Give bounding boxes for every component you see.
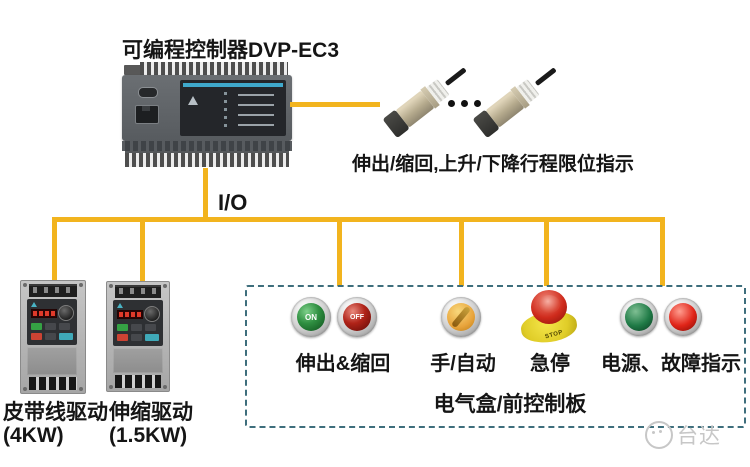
- electrical-box-label: 电气盒/前控制板: [433, 393, 587, 416]
- plc-led-column: [224, 92, 227, 130]
- ellipsis-dot: [461, 100, 468, 107]
- delta-logo-icon: [188, 96, 198, 105]
- drive-button: [131, 334, 142, 341]
- plc-body: [122, 75, 292, 141]
- screw-icon: [23, 387, 27, 391]
- drive-bottom-terminals: [29, 377, 77, 390]
- plc-blue-stripe: [183, 83, 283, 87]
- drive2-power: (1.5KW): [109, 424, 188, 447]
- drive-potentiometer-knob: [58, 305, 74, 321]
- green-indicator-dome: [625, 303, 653, 331]
- screw-icon: [79, 283, 83, 287]
- drive1-label: 皮带线驱动: [3, 401, 108, 424]
- power-indicator-light: [620, 298, 658, 336]
- ellipsis-dot: [448, 100, 455, 107]
- plc-run-stop-switch: [138, 87, 158, 98]
- drive-top-terminals: [29, 284, 77, 297]
- estop-mushroom-head: [531, 290, 567, 324]
- selector-label: 手/自动: [430, 353, 496, 375]
- plc-device: [122, 62, 292, 168]
- plc-comm-port: [135, 105, 159, 124]
- screw-icon: [23, 283, 27, 287]
- drive-button: [131, 324, 142, 331]
- drive-button: [45, 323, 56, 330]
- plc-bottom-strip: [122, 141, 292, 151]
- delta-logo-icon: [117, 303, 123, 308]
- screw-icon: [163, 284, 167, 288]
- plc-label-line: [238, 104, 274, 106]
- watermark-text: 台达: [677, 425, 721, 448]
- wire-plc-to-sensors: [290, 102, 380, 107]
- drive-stop-button: [31, 333, 42, 340]
- screw-icon: [163, 385, 167, 389]
- drive1-power: (4KW): [3, 424, 64, 447]
- bus-drop-selector: [459, 217, 464, 286]
- on-pushbutton-label: ON: [297, 303, 325, 331]
- io-bus: [52, 217, 665, 222]
- drive-front-cover: [27, 347, 77, 375]
- drive2-label: 伸缩驱动: [109, 401, 193, 424]
- drive-seven-segment-display: [117, 310, 143, 319]
- drive-mode-button: [59, 333, 73, 340]
- drive-seven-segment-display: [31, 309, 57, 318]
- estop-label: 急停: [530, 353, 570, 375]
- plc-bottom-terminals: [125, 151, 289, 167]
- watermark: 台达: [645, 420, 721, 450]
- drive-top-terminals: [115, 285, 161, 298]
- selector-handle: [450, 305, 472, 329]
- screw-icon: [79, 387, 83, 391]
- drive-keypad: [113, 300, 163, 346]
- bus-drop-drive2: [140, 217, 145, 281]
- vfd-drive-telescopic: [106, 281, 170, 392]
- bus-drop-indicators: [660, 217, 665, 286]
- electrical-box-outline: [245, 285, 746, 428]
- emergency-stop-button: STOP: [519, 290, 579, 346]
- plc-front-panel: [180, 80, 286, 136]
- drive-run-button: [31, 323, 42, 330]
- io-label: I/O: [218, 190, 248, 215]
- sensor-caption: 伸出/缩回,上升/下降行程限位指示: [352, 154, 634, 175]
- plc-title: 可编程控制器DVP-EC3: [122, 39, 340, 62]
- sensor-cable: [534, 67, 557, 87]
- plc-label-line: [238, 94, 274, 96]
- bus-drop-estop: [544, 217, 549, 286]
- screw-icon: [109, 284, 113, 288]
- pushbutton-group-label: 伸出&缩回: [295, 353, 391, 375]
- drive-stop-button: [117, 334, 128, 341]
- plc-label-line: [238, 114, 274, 116]
- fault-indicator-light: [664, 298, 702, 336]
- ellipsis-dots: [448, 100, 481, 107]
- selector-switch: [441, 297, 481, 337]
- off-pushbutton-label: OFF: [343, 303, 371, 331]
- wechat-face-icon: [645, 421, 673, 449]
- on-pushbutton: ON: [291, 297, 331, 337]
- drive-button: [45, 333, 56, 340]
- bus-drop-drive1: [52, 217, 57, 281]
- red-indicator-dome: [669, 303, 697, 331]
- vfd-drive-belt: [20, 280, 86, 394]
- selector-face: [447, 303, 475, 331]
- proximity-sensor-2: [472, 67, 557, 139]
- off-pushbutton: OFF: [337, 297, 377, 337]
- ellipsis-dot: [474, 100, 481, 107]
- indicators-label: 电源、故障指示: [601, 353, 741, 375]
- delta-logo-icon: [31, 302, 37, 307]
- drive-keypad: [27, 299, 77, 345]
- drive-mode-button: [145, 334, 159, 341]
- drive-button: [145, 324, 156, 331]
- drive-button: [59, 323, 70, 330]
- screw-icon: [109, 385, 113, 389]
- sensor-cable: [444, 67, 467, 87]
- bus-drop-pushbuttons: [337, 217, 342, 286]
- proximity-sensor-1: [382, 67, 467, 139]
- drive-potentiometer-knob: [144, 306, 160, 322]
- plc-label-line: [238, 124, 274, 126]
- plc-top-cap: [124, 65, 152, 75]
- drive-front-cover: [113, 348, 163, 373]
- wire-plc-riser: [203, 168, 208, 217]
- drive-bottom-terminals: [115, 375, 161, 388]
- drive-run-button: [117, 324, 128, 331]
